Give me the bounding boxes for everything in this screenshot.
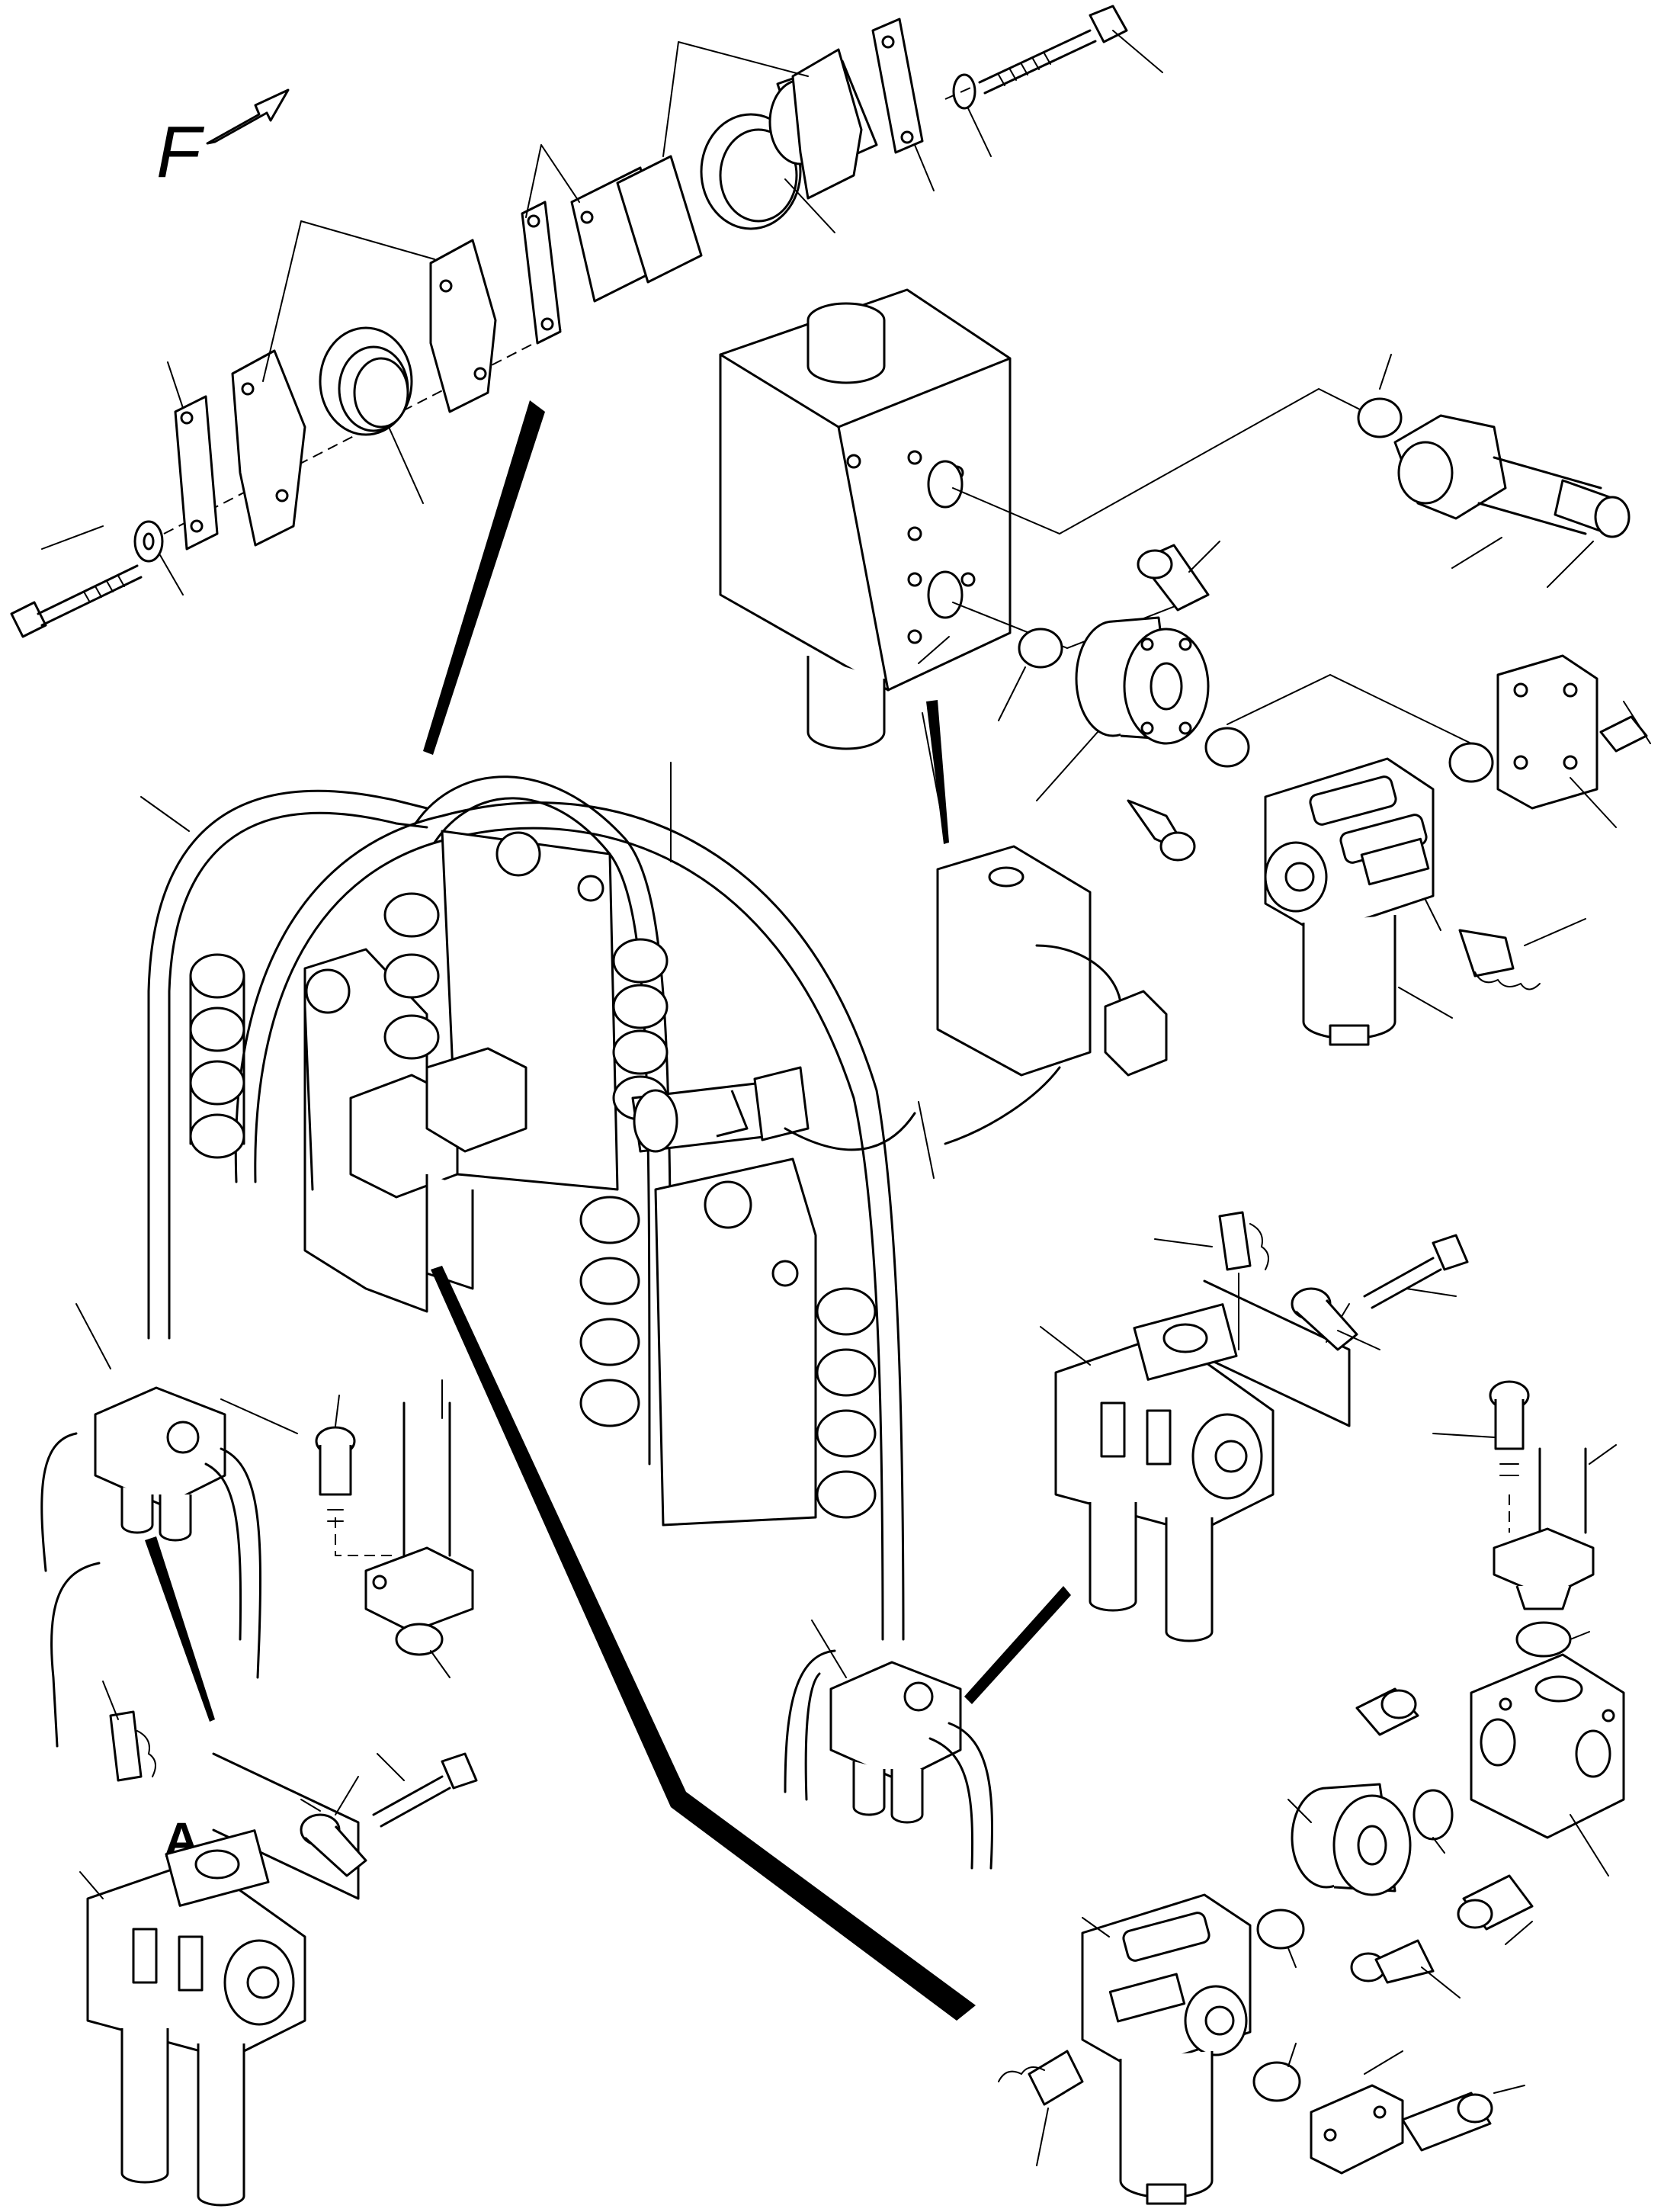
plate-mid [521, 201, 562, 345]
pointer-wedge-top [423, 400, 545, 755]
flange-adapter [1075, 616, 1210, 745]
o-ring-6 [1515, 1621, 1572, 1658]
front-direction-label: F [156, 111, 205, 193]
front-direction-marker: F [156, 88, 290, 193]
test-port-fitting-lower [998, 2050, 1084, 2106]
bottom-right-group [998, 1380, 1625, 2205]
pointer-wedge-left [145, 1536, 215, 1722]
top-coupling-group [10, 5, 1163, 638]
center-assembly [140, 762, 1168, 1641]
spacer-right [1291, 1287, 1358, 1351]
o-ring-9 [1252, 2061, 1301, 2102]
cap-screw-3 [1127, 799, 1196, 862]
cover-plate [1496, 654, 1598, 810]
bolt-right [978, 5, 1128, 95]
test-port-fitting-left [109, 1710, 156, 1782]
line-filter-upper [922, 712, 1586, 1046]
spacer-left [300, 1813, 367, 1877]
cap-screw-7 [1355, 1687, 1419, 1736]
arrow-right-up-icon [206, 88, 290, 145]
test-port-fitting [1458, 929, 1541, 990]
plate-left [174, 395, 219, 551]
o-ring-8 [1256, 1909, 1305, 1950]
pointer-wedge-valve [926, 700, 949, 844]
split-flange-upper [429, 239, 497, 413]
cap-screw-4 [1599, 715, 1648, 753]
cap-screw-10 [1401, 2092, 1493, 2152]
o-ring-3 [1204, 727, 1250, 768]
plate-right [871, 18, 924, 154]
flange-adapter-lower [1291, 1783, 1412, 1896]
hose-end-flange [315, 1379, 474, 1678]
o-ring-5 [395, 1623, 444, 1656]
o-ring-1 [1357, 397, 1403, 438]
split-flange-right [791, 48, 863, 200]
cap-screw-2 [1137, 544, 1210, 612]
pipe-sleeve-left [319, 326, 413, 436]
washer-left [133, 520, 164, 563]
cap-screw-9 [1350, 1939, 1435, 1984]
control-valve-lower [579, 1157, 877, 1527]
left-manifold [40, 1303, 298, 1748]
solenoid-valve-small [936, 845, 1168, 1145]
cap-screw-8 [1457, 1874, 1534, 1931]
valve-block [719, 288, 1365, 750]
cover-plate-lower [1310, 2084, 1404, 2175]
upper-right-fittings [998, 354, 1651, 862]
pointer-wedge-right [964, 1586, 1071, 1704]
bolt-left-filter [372, 1752, 478, 1828]
split-flange-lower [231, 349, 306, 547]
bolt-left [10, 564, 143, 638]
o-ring-2 [1018, 628, 1063, 669]
filter-assembly-left: A [79, 1681, 478, 2207]
cap-screw-1 [1554, 479, 1631, 538]
o-ring-7 [1412, 1789, 1454, 1841]
washer-right [952, 73, 976, 110]
right-lower-manifold [784, 1620, 993, 1870]
o-ring-4 [1448, 742, 1494, 783]
elbow-flange-fitting [1393, 414, 1602, 535]
bolt-right-filter [1363, 1234, 1469, 1309]
line-filter-lower [1081, 1893, 1252, 2205]
cap-screw-5 [315, 1426, 356, 1522]
manifold-junction [349, 1047, 916, 1290]
manifold-block-right [1470, 1653, 1625, 1839]
test-port-fitting-right [1218, 1211, 1269, 1350]
split-flange-top [616, 155, 703, 284]
cap-screw-6 [1489, 1380, 1530, 1476]
filter-assembly-right-mid [1040, 1211, 1469, 1642]
